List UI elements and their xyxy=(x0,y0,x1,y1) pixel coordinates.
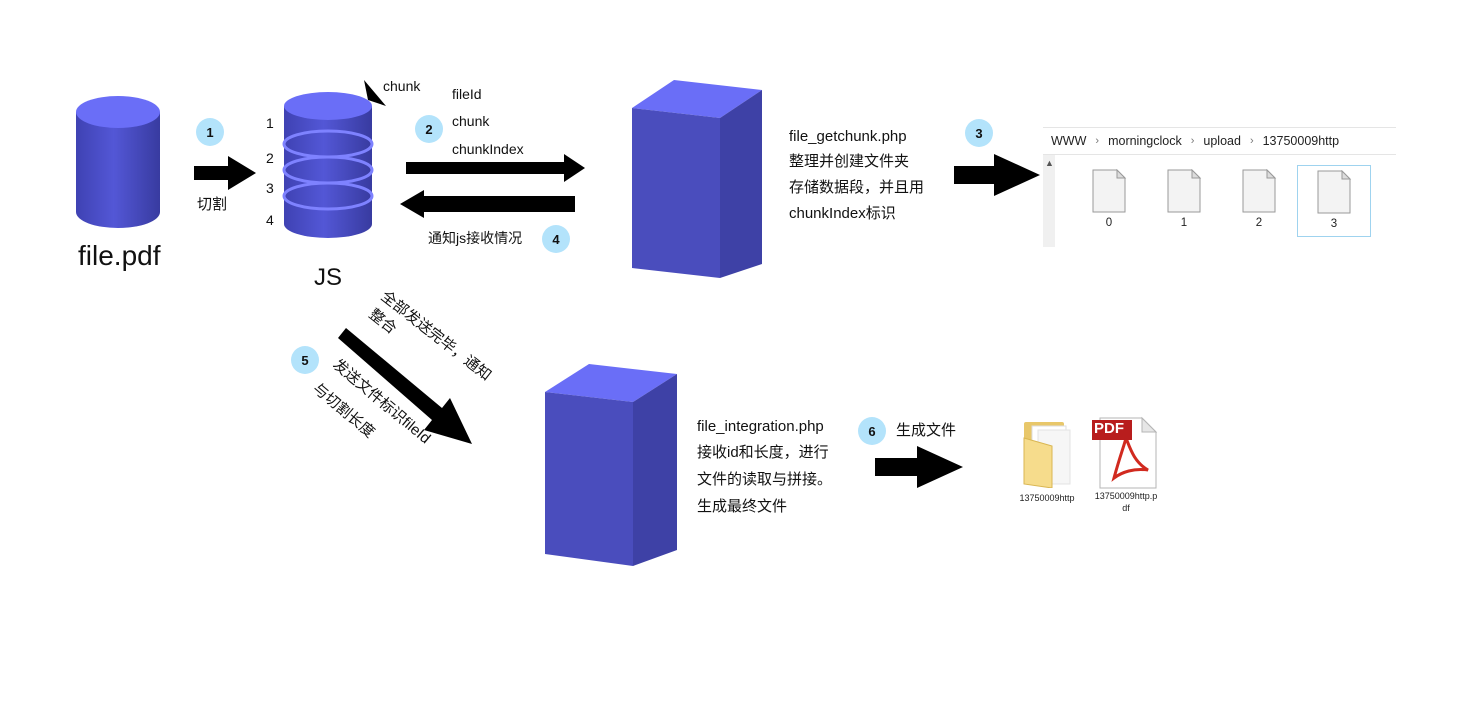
step-5-arrow xyxy=(338,328,472,444)
explorer-scrollbar[interactable] xyxy=(1043,155,1055,247)
getchunk-server-box xyxy=(632,80,762,278)
step-6-badge: 6 xyxy=(858,417,886,445)
step-3-arrow xyxy=(954,154,1040,196)
file-explorer-window: WWW › morningclock › upload › 13750009ht… xyxy=(1043,127,1396,247)
chunk-number-2: 2 xyxy=(266,150,274,166)
integration-line-3: 生成最终文件 xyxy=(697,498,788,515)
chevron-right-icon: › xyxy=(1249,135,1254,147)
integration-line-2: 文件的读取与拼接。 xyxy=(697,471,833,488)
getchunk-filename: file_getchunk.php xyxy=(789,128,907,145)
file-pdf-cylinder-icon xyxy=(76,96,160,228)
file-item-0[interactable]: 0 xyxy=(1073,165,1145,235)
step-4-badge: 4 xyxy=(542,225,570,253)
integration-server-box xyxy=(545,364,677,566)
step-1-arrow xyxy=(194,156,256,190)
blank-file-icon xyxy=(1242,169,1277,213)
param-chunkindex: chunkIndex xyxy=(452,141,524,157)
chunk-pointer-icon xyxy=(364,80,386,106)
output-folder-name: 13750009http xyxy=(1019,493,1075,503)
breadcrumb: WWW › morningclock › upload › 13750009ht… xyxy=(1043,127,1396,155)
file-name-0: 0 xyxy=(1105,217,1113,229)
step-3-badge: 3 xyxy=(965,119,993,147)
chunk-number-4: 4 xyxy=(266,212,274,228)
breadcrumb-morningclock[interactable]: morningclock xyxy=(1108,134,1182,148)
step-2-badge: 2 xyxy=(415,115,443,143)
step-6-label: 生成文件 xyxy=(896,422,957,439)
chevron-right-icon: › xyxy=(1095,135,1100,147)
chevron-right-icon: › xyxy=(1190,135,1195,147)
step-4-arrow xyxy=(400,190,575,218)
getchunk-line-2: 存储数据段，并且用 xyxy=(789,179,925,196)
scroll-up-icon[interactable]: ▲ xyxy=(1045,158,1054,168)
chunk-number-3: 3 xyxy=(266,180,274,196)
step-1-label: 切割 xyxy=(197,196,228,213)
chunk-number-1: 1 xyxy=(266,115,274,131)
file-name-1: 1 xyxy=(1180,217,1188,229)
getchunk-line-3: chunkIndex标识 xyxy=(789,205,896,222)
file-item-1[interactable]: 1 xyxy=(1148,165,1220,235)
blank-file-icon xyxy=(1092,169,1127,213)
integration-filename: file_integration.php xyxy=(697,418,824,435)
step-4-label: 通知js接收情况 xyxy=(428,230,523,246)
step-5-upper-line-1: 全部发送完毕，通知 xyxy=(378,287,495,384)
param-chunk: chunk xyxy=(452,113,490,129)
chunk-tag: chunk xyxy=(383,78,421,94)
getchunk-line-1: 整理并创建文件夹 xyxy=(789,153,910,170)
step-2-arrow xyxy=(406,154,585,182)
file-item-2[interactable]: 2 xyxy=(1223,165,1295,235)
blank-file-icon xyxy=(1167,169,1202,213)
step-1-badge: 1 xyxy=(196,118,224,146)
blank-file-icon xyxy=(1317,170,1352,214)
pdf-badge-text: PDF xyxy=(1094,420,1124,437)
param-fileid: fileId xyxy=(452,86,482,102)
integration-line-1: 接收id和长度，进行 xyxy=(697,444,829,461)
source-filename: file.pdf xyxy=(78,240,161,271)
file-name-2: 2 xyxy=(1255,217,1263,229)
step-5-badge: 5 xyxy=(291,346,319,374)
file-item-3-selected[interactable]: 3 xyxy=(1297,165,1371,237)
js-label: JS xyxy=(314,264,343,291)
file-name-3: 3 xyxy=(1330,218,1338,230)
step-6-arrow xyxy=(875,446,963,488)
breadcrumb-folder[interactable]: 13750009http xyxy=(1262,134,1340,148)
output-pdf-name-line-1: 13750009http.p xyxy=(1094,491,1158,501)
pdf-file-icon xyxy=(1092,416,1158,489)
breadcrumb-www[interactable]: WWW xyxy=(1051,134,1087,148)
js-database-icon xyxy=(282,92,374,238)
output-pdf-name-line-2: df xyxy=(1122,503,1130,513)
step-5-labels: 全部发送完毕，通知 整合 发送文件标识fileId 与切割长度 xyxy=(309,287,495,447)
breadcrumb-upload[interactable]: upload xyxy=(1203,134,1241,148)
folder-icon xyxy=(1023,422,1071,488)
